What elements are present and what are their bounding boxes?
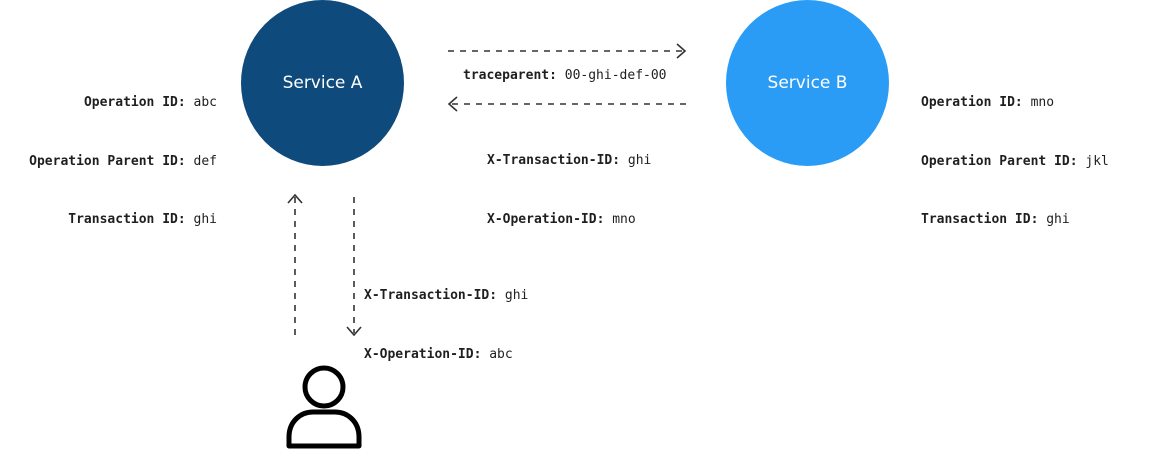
service-b-info: Operation ID: mno Operation Parent ID: j… xyxy=(921,54,1109,269)
service-a-node: Service A xyxy=(241,0,404,166)
service-b-operation-id: Operation ID: mno xyxy=(921,95,1055,110)
service-a-transaction-id: Transaction ID: ghi xyxy=(68,212,217,227)
response-a-transaction-id: X-Transaction-ID: ghi xyxy=(364,288,529,303)
service-b-transaction-id: Transaction ID: ghi xyxy=(921,212,1070,227)
response-b-transaction-id: X-Transaction-ID: ghi xyxy=(487,153,652,168)
response-b-operation-id: X-Operation-ID: mno xyxy=(487,211,636,227)
service-b-title: Service B xyxy=(767,73,848,93)
service-a-title: Service A xyxy=(282,73,363,93)
service-a-operation-parent-id: Operation Parent ID: def xyxy=(29,153,217,169)
response-arrow-b-to-a xyxy=(447,96,686,112)
service-a-info: Operation ID: abc Operation Parent ID: d… xyxy=(29,54,217,269)
request-arrow-a-to-b xyxy=(448,43,687,59)
response-a-headers: X-Transaction-ID: ghi X-Operation-ID: ab… xyxy=(364,247,528,403)
traceparent-label: traceparent: 00-ghi-def-00 xyxy=(463,68,667,83)
request-arrow-user-to-a xyxy=(287,193,303,335)
service-a-operation-id: Operation ID: abc xyxy=(83,95,217,110)
response-arrow-a-to-user xyxy=(346,197,362,337)
service-b-operation-parent-id: Operation Parent ID: jkl xyxy=(921,153,1109,169)
service-b-node: Service B xyxy=(726,0,889,166)
response-b-headers: X-Transaction-ID: ghi X-Operation-ID: mn… xyxy=(487,112,651,268)
user-icon xyxy=(286,365,362,449)
response-a-operation-id: X-Operation-ID: abc xyxy=(364,346,513,362)
